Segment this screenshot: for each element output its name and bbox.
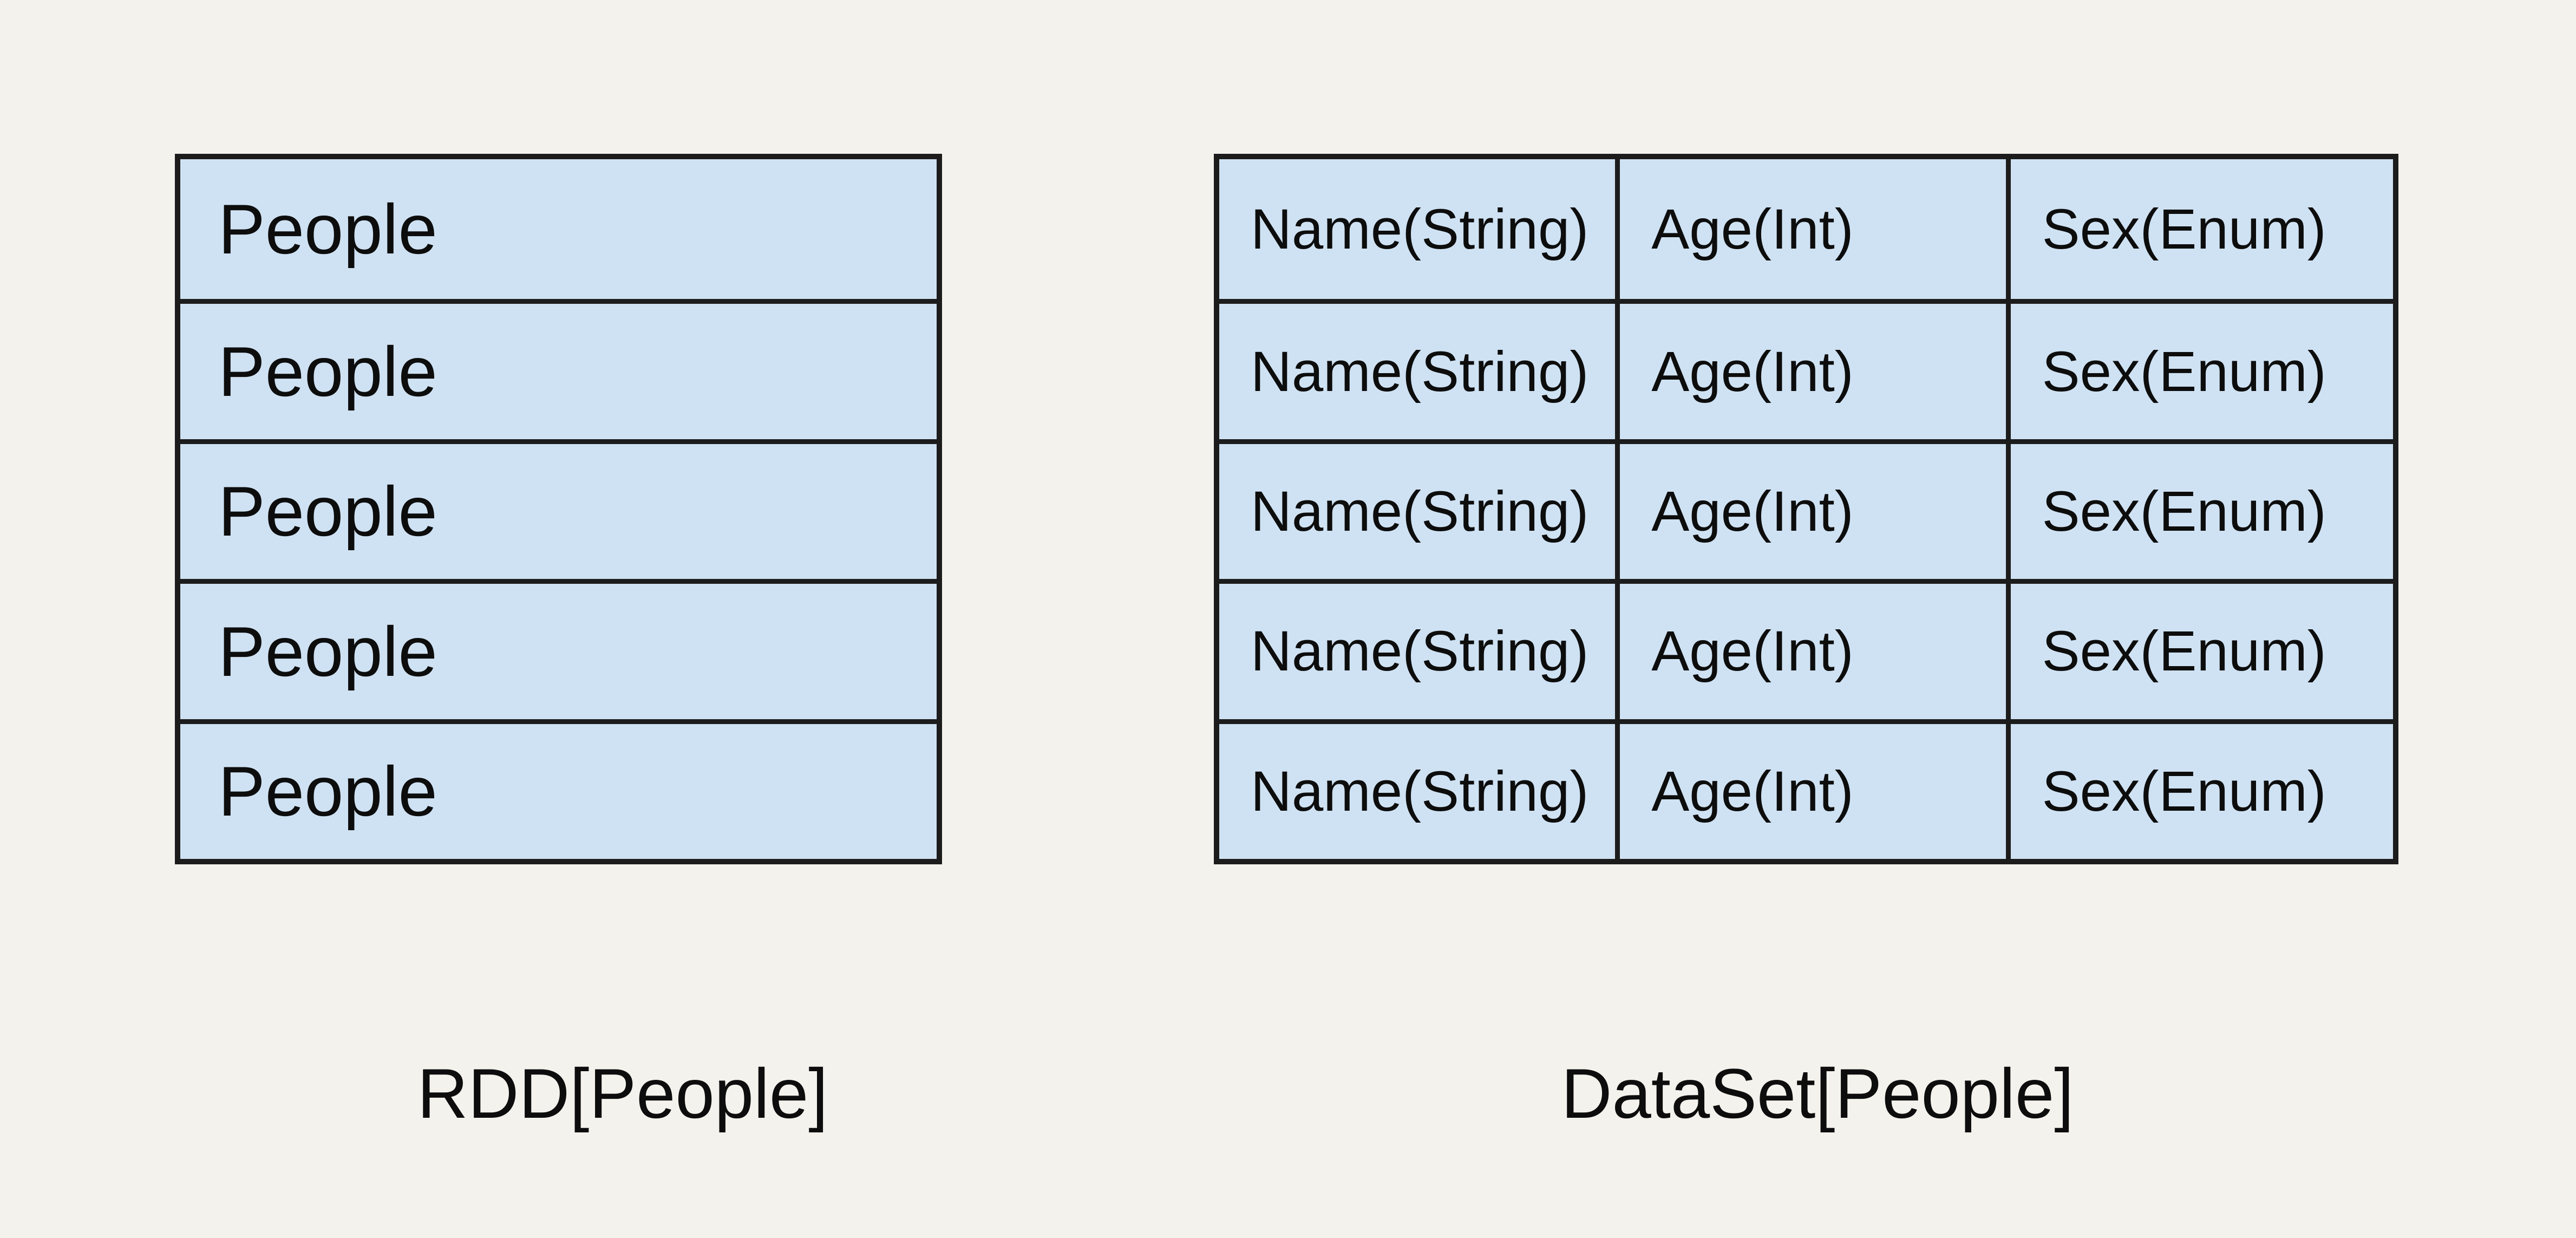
rdd-row: People xyxy=(180,439,937,579)
dataset-cell: Age(Int) xyxy=(1615,299,2006,439)
dataset-caption: DataSet[People] xyxy=(1561,1054,2074,1133)
dataset-table: Name(String)Age(Int)Sex(Enum)Name(String… xyxy=(1214,154,2398,864)
dataset-cell: Sex(Enum) xyxy=(2005,159,2393,299)
rdd-caption: RDD[People] xyxy=(417,1054,828,1133)
dataset-cell: Age(Int) xyxy=(1615,439,2006,579)
dataset-cell: Name(String) xyxy=(1219,299,1616,439)
dataset-cell: Sex(Enum) xyxy=(2005,439,2393,579)
dataset-cell: Name(String) xyxy=(1219,719,1616,859)
dataset-cell: Name(String) xyxy=(1219,159,1616,299)
dataset-cell: Sex(Enum) xyxy=(2005,299,2393,439)
dataset-cell: Sex(Enum) xyxy=(2005,719,2393,859)
dataset-cell: Name(String) xyxy=(1219,439,1616,579)
rdd-row: People xyxy=(180,719,937,859)
dataset-cell: Age(Int) xyxy=(1615,579,2006,719)
rdd-row: People xyxy=(180,299,937,439)
dataset-cell: Age(Int) xyxy=(1615,159,2006,299)
rdd-row: People xyxy=(180,159,937,299)
rdd-row: People xyxy=(180,579,937,719)
dataset-cell: Age(Int) xyxy=(1615,719,2006,859)
dataset-cell: Sex(Enum) xyxy=(2005,579,2393,719)
dataset-cell: Name(String) xyxy=(1219,579,1616,719)
